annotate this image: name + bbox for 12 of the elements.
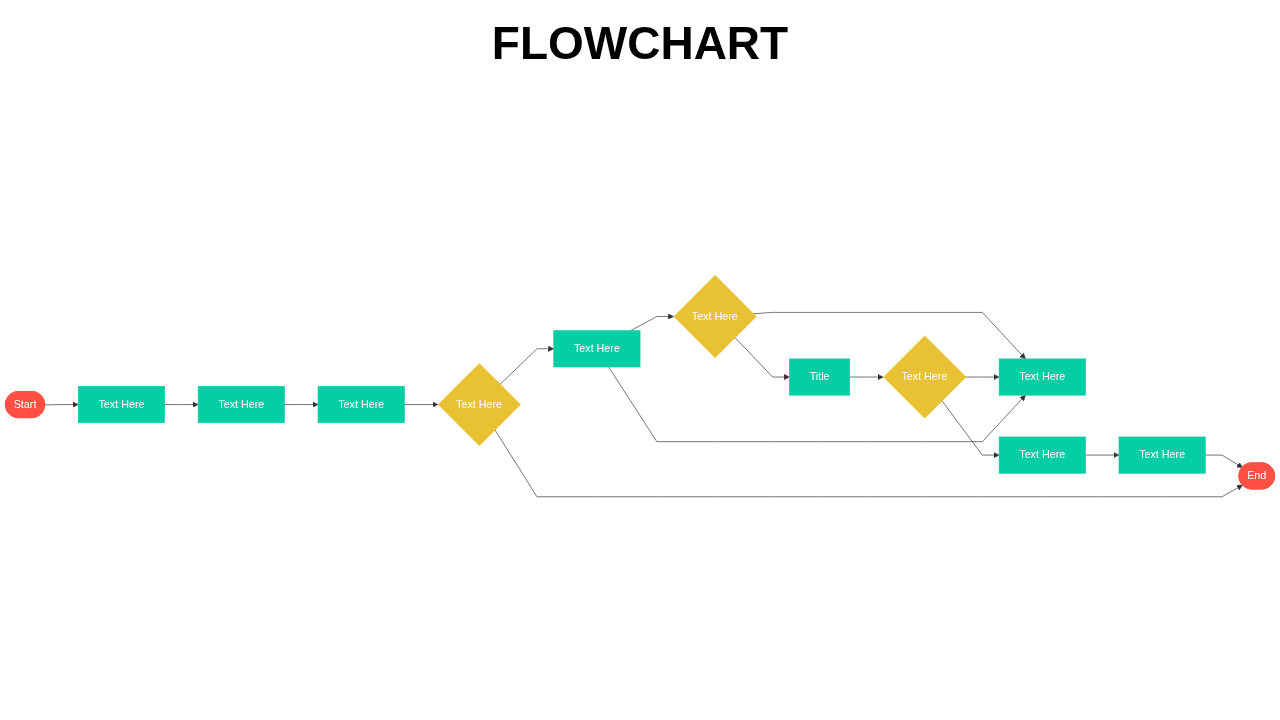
title: FLOWCHART — [490, 16, 790, 70]
node-box: Text Here — [553, 330, 641, 368]
node-diamond: Text Here — [437, 363, 521, 446]
node-box: Text Here — [77, 386, 165, 423]
node-box: Text Here — [998, 436, 1086, 474]
node-box: Text Here — [317, 386, 405, 423]
node-diamond: Text Here — [883, 335, 967, 419]
node-box: Text Here — [1118, 436, 1206, 474]
node-diamond: Text Here — [673, 274, 757, 358]
node-box: Title — [789, 358, 851, 396]
node-box: Text Here — [998, 358, 1086, 396]
node-box: Text Here — [197, 386, 285, 423]
